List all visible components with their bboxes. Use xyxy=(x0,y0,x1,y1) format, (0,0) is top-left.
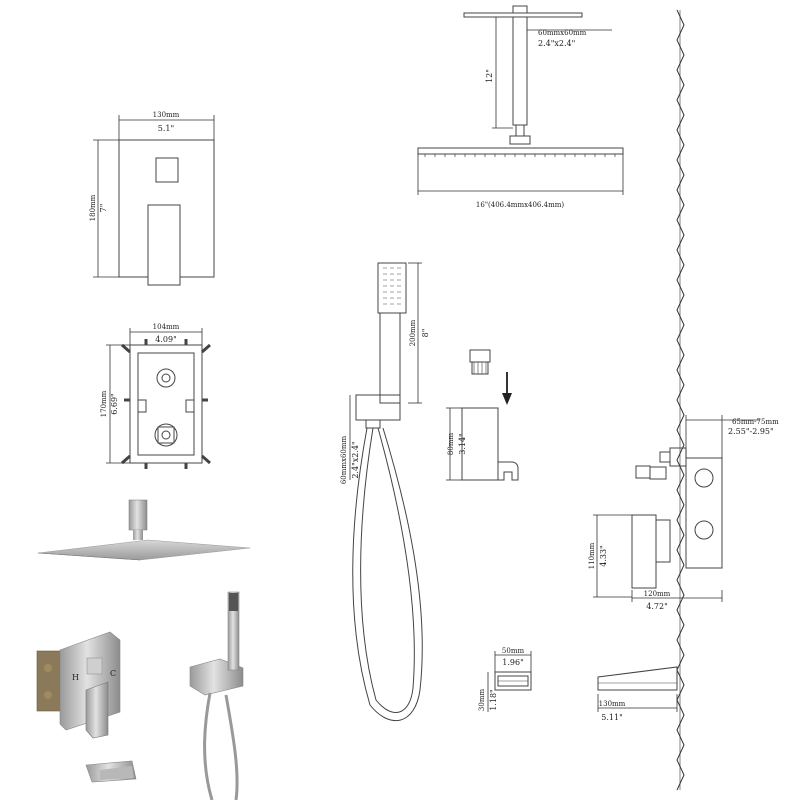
holder-height-dimension: 80mm 3.14" xyxy=(446,407,467,481)
wall-section xyxy=(676,9,685,791)
rain-showerhead-render xyxy=(37,499,251,561)
handle-height-dimension: 110mm 4.33" xyxy=(588,514,632,598)
valve-trim-height-in: 7" xyxy=(99,204,108,213)
handshower-render xyxy=(189,591,244,801)
valve-trim-height-mm: 180mm xyxy=(89,194,97,221)
arm-length-in: 12" xyxy=(485,69,494,83)
handle-height-mm: 110mm xyxy=(588,542,596,569)
spout-height-in: 1.18" xyxy=(489,689,498,711)
valve-trim-width-in: 5.1" xyxy=(158,124,174,133)
rough-in-height-mm: 170mm xyxy=(100,390,108,417)
tub-spout-front-drawing xyxy=(494,671,532,691)
arm-section-dimension: 60mmx60mm 2.4"x2.4" xyxy=(527,29,612,48)
rain-showerhead-drawing: 16"(406.4mmx406.4mm) xyxy=(417,147,624,209)
handle-proj-in: 4.72" xyxy=(646,602,668,611)
valve-and-spout-render: H C xyxy=(36,631,137,783)
wall-depth-mm: 65mm-75mm xyxy=(732,418,779,426)
valve-trim-height-dimension: 180mm 7" xyxy=(89,139,119,278)
valve-trim-width-mm: 130mm xyxy=(153,111,180,119)
spout-width-dimension: 50mm 1.96" xyxy=(494,647,532,672)
wall-depth-in: 2.55"-2.95" xyxy=(728,427,774,436)
spout-proj-mm: 130mm xyxy=(599,700,626,708)
elbow-section-dimension: 60mmx60mm 2.4"x2.4" xyxy=(340,395,360,484)
handshower-holder-drawing xyxy=(461,349,519,481)
valve-side-section xyxy=(631,447,723,589)
rough-in-height-in: 6.69" xyxy=(110,393,119,415)
elbow-section-in: 2.4"x2.4" xyxy=(351,441,360,478)
rough-in-width-mm: 104mm xyxy=(153,323,180,331)
spout-projection-dimension: 130mm 5.11" xyxy=(597,694,678,722)
valve-hot-mark: H xyxy=(72,673,79,682)
holder-height-mm: 80mm xyxy=(447,433,455,456)
spout-width-in: 1.96" xyxy=(502,658,524,667)
handshower-length-in: 8" xyxy=(421,329,430,338)
wall-depth-dimension: 65mm-75mm 2.55"-2.95" xyxy=(685,415,779,458)
tub-spout-side-drawing xyxy=(597,666,678,691)
elbow-section-mm: 60mmx60mm xyxy=(340,435,348,484)
ceiling-arm-drawing xyxy=(463,5,583,145)
rough-in-width-dimension: 104mm 4.09" xyxy=(129,323,203,345)
valve-trim-front-view xyxy=(118,139,215,286)
valve-trim-width-dimension: 130mm 5.1" xyxy=(118,111,215,140)
handle-proj-mm: 120mm xyxy=(644,590,671,598)
arm-section-mm: 60mmx60mm xyxy=(538,29,587,37)
arm-length-dimension: 12" xyxy=(485,17,513,129)
rough-in-valve-body xyxy=(121,339,211,469)
rough-in-height-dimension: 170mm 6.69" xyxy=(100,344,130,464)
valve-cold-mark: C xyxy=(110,669,116,678)
arm-section-in: 2.4"x2.4" xyxy=(538,39,575,48)
spout-proj-in: 5.11" xyxy=(601,713,623,722)
spout-height-dimension: 30mm 1.18" xyxy=(478,672,498,712)
spout-height-mm: 30mm xyxy=(478,689,486,712)
handshower-drawing xyxy=(352,262,423,722)
holder-height-in: 3.14" xyxy=(458,433,467,455)
handshower-length-mm: 200mm xyxy=(409,319,417,346)
handshower-length-dimension: 200mm 8" xyxy=(408,262,430,404)
handle-height-in: 4.33" xyxy=(599,545,608,567)
showerhead-size: 16"(406.4mmx406.4mm) xyxy=(476,201,564,209)
spout-width-mm: 50mm xyxy=(502,647,525,655)
rough-in-width-in: 4.09" xyxy=(155,335,177,344)
down-arrow-icon xyxy=(502,393,512,405)
handle-projection-dimension: 120mm 4.72" xyxy=(631,590,723,611)
